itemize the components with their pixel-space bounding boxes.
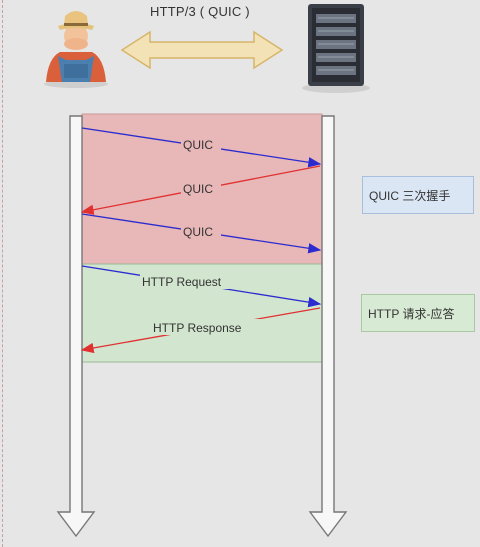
http-response-label: HTTP Response: [153, 321, 242, 335]
handshake-message-3-label: QUIC: [183, 225, 213, 239]
double-arrow-icon: [120, 30, 284, 70]
legend-http-request-response: HTTP 请求-应答: [361, 294, 475, 332]
server-tower-icon: [302, 4, 370, 93]
http-request-label: HTTP Request: [142, 275, 222, 289]
handshake-message-2-label-bg: [181, 180, 221, 196]
server-lifeline: [308, 115, 348, 538]
handshake-message-1-label-bg: [181, 136, 221, 152]
http-request-label-bg: [140, 273, 244, 289]
diagram-title: HTTP/3 ( QUIC ): [150, 4, 250, 19]
left-dashed-guide: [2, 0, 3, 547]
http-response-label-bg: [151, 319, 265, 335]
legend-quic-handshake: QUIC 三次握手: [362, 176, 474, 214]
client-lifeline: [56, 115, 96, 538]
handshake-message-3-label-bg: [181, 223, 221, 239]
client-person-icon: [44, 11, 108, 88]
handshake-message-2-label: QUIC: [183, 182, 213, 196]
handshake-message-1-label: QUIC: [183, 138, 213, 152]
